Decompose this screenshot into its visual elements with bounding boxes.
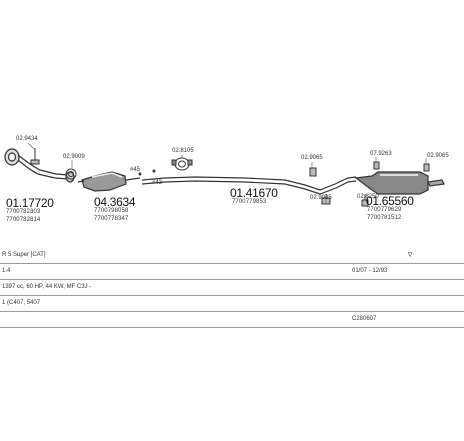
- spec-label: 1397 cc, 60 HP, 44 KW, MF C3J -: [2, 284, 92, 290]
- part-code-label: 02.9065: [301, 155, 323, 161]
- table-row: 1 (C407, 5407: [0, 296, 464, 312]
- part-code-label: #45: [130, 167, 141, 173]
- part-reference-label: 7700798058: [94, 208, 129, 214]
- rear-hanger-part[interactable]: [361, 161, 430, 207]
- part-number-label[interactable]: 01.65560: [366, 194, 414, 208]
- front-pipe-part[interactable]: [4, 148, 75, 183]
- table-row: 1397 cc, 60 HP, 44 KW, MF C3J -: [0, 280, 464, 296]
- middle-pipe-part[interactable]: [141, 176, 357, 195]
- part-code-label: 02.8250: [357, 194, 379, 200]
- gasket-part[interactable]: [30, 148, 40, 165]
- part-reference-label: 7700779853: [232, 199, 267, 205]
- variant-label: 1 (C407, 5407: [2, 300, 41, 306]
- table-row: C280607: [0, 312, 464, 328]
- table-row: R 5 Super [CAT] ▿: [0, 248, 464, 264]
- part-number-label[interactable]: 01.17720: [6, 196, 54, 210]
- part-number-label[interactable]: 04.3634: [94, 195, 136, 209]
- part-reference-label: 7700779629: [367, 207, 402, 213]
- part-number-label[interactable]: 01.41670: [230, 186, 278, 200]
- part-code-label: #43: [152, 180, 163, 186]
- part-reference-label: 7700778347: [94, 216, 129, 222]
- part-code-label: 02.9009: [63, 154, 85, 160]
- leader-lines: [27, 142, 427, 204]
- part-reference-label: 7700782303: [6, 209, 41, 215]
- rear-silencer-part[interactable]: [354, 171, 445, 195]
- catalog-code-label: C280607: [352, 316, 377, 322]
- date-range-label: 01/07 - 12/93: [352, 268, 388, 274]
- engine-label: 1.4: [2, 268, 11, 274]
- part-reference-label: 7700781512: [367, 215, 402, 221]
- mounting-ring-part[interactable]: [171, 157, 193, 171]
- part-reference-label: 7700782814: [6, 217, 41, 223]
- part-code-label: 02.9065: [427, 153, 449, 159]
- car-icon: ▿: [408, 249, 413, 259]
- part-code-label: 07.9263: [370, 151, 392, 157]
- clamp-part[interactable]: [65, 168, 77, 180]
- bolt-part[interactable]: [138, 169, 156, 176]
- exhaust-system-diagram: [4, 142, 445, 207]
- part-code-label: 02.9434: [16, 136, 38, 142]
- model-label: R 5 Super [CAT]: [2, 252, 46, 258]
- table-row: 1.4 01/07 - 12/93: [0, 264, 464, 280]
- catalytic-converter-part[interactable]: [77, 171, 141, 192]
- part-code-label: 02.8105: [172, 148, 194, 154]
- part-code-label: 02.9085: [310, 195, 332, 201]
